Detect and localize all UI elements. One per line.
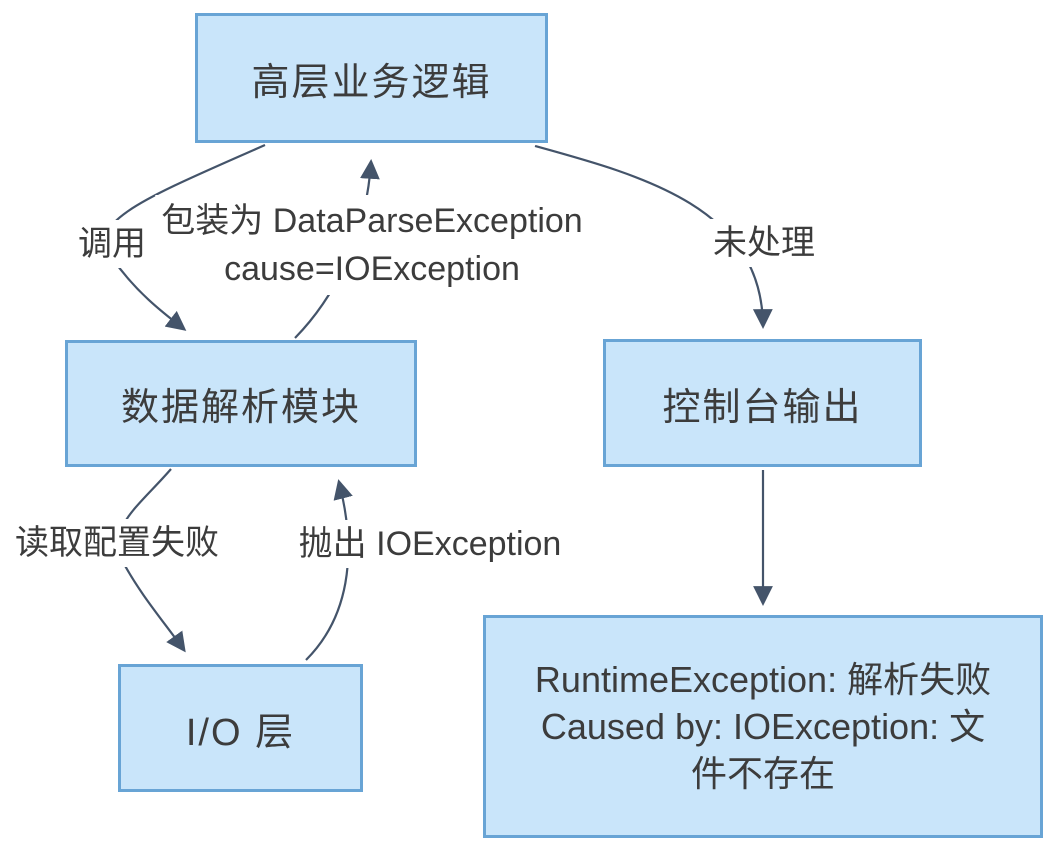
error-output-line: 件不存在 [690, 753, 835, 794]
node-console-output: 控制台输出 [603, 339, 922, 467]
edge-unhandled-arrow [534, 144, 773, 329]
edge-label-read-fail: 读取配置失败 [9, 519, 225, 567]
edge-label-unhandled: 未处理 [707, 219, 821, 267]
error-output-line: RuntimeException: 解析失败 [534, 659, 992, 700]
node-data-parse-module: 数据解析模块 [65, 340, 417, 467]
edge-label-wrap-line2: cause=IOException [224, 250, 520, 288]
error-output-line: Caused by: IOException: 文 [540, 706, 986, 747]
edge-label-wrap-line1: 包装为 DataParseException [161, 202, 583, 240]
node-io-layer: I/O 层 [118, 664, 363, 792]
edge-label-throw-io: 抛出 IOException [292, 520, 568, 568]
node-high-level-business-logic: 高层业务逻辑 [195, 13, 548, 143]
edge-label-call: 调用 [72, 220, 152, 268]
edge-label-wrap: 包装为 DataParseException cause=IOException [155, 195, 589, 295]
edge-throw-io-arrow [305, 479, 353, 661]
node-runtime-exception-output: RuntimeException: 解析失败 Caused by: IOExce… [483, 615, 1043, 838]
